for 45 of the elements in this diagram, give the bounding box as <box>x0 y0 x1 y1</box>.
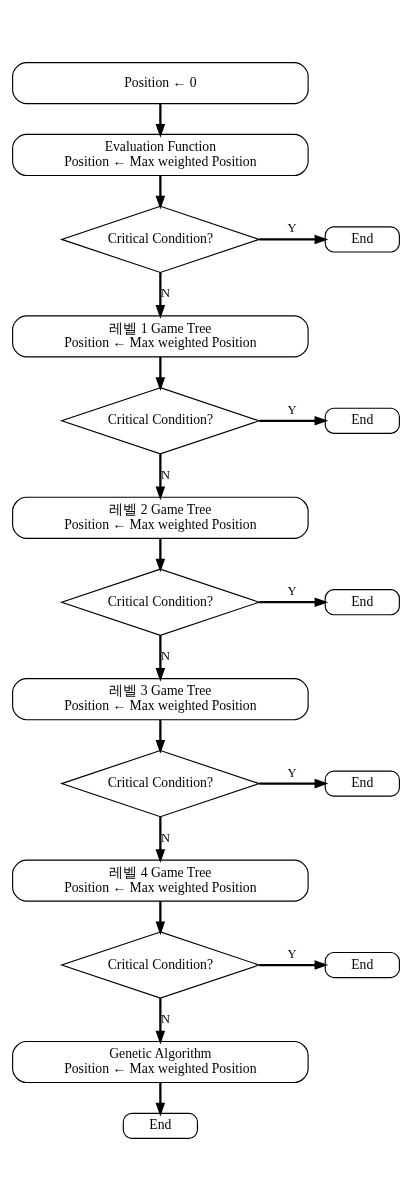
arrow <box>155 272 166 319</box>
node-box: Position ← 0 <box>12 61 309 104</box>
node-box: End <box>324 588 400 615</box>
node-diamond: Critical Condition? <box>59 930 261 999</box>
arrow <box>155 1082 166 1117</box>
edge-label: N <box>160 830 171 845</box>
arrow <box>155 453 166 500</box>
arrow <box>155 719 166 754</box>
node-diamond: Critical Condition? <box>59 386 261 454</box>
arrow <box>155 103 166 138</box>
arrow <box>259 415 329 426</box>
arrow <box>155 997 166 1044</box>
node-box: End <box>324 770 400 797</box>
arrow <box>155 816 166 863</box>
arrow <box>259 959 329 970</box>
arrow <box>155 900 166 935</box>
arrow <box>155 634 166 682</box>
arrow <box>259 234 329 244</box>
arrow <box>155 537 166 572</box>
arrow <box>155 175 166 210</box>
edge-label: N <box>160 285 171 300</box>
node-box: Genetic Algorithm Position ← Max weighted Position <box>12 1040 309 1083</box>
arrow <box>155 356 166 391</box>
node-box: Evaluation Function Position ← Max weighted Position <box>12 133 309 176</box>
node-diamond: Critical Condition? <box>59 205 261 273</box>
node-diamond: Critical Condition? <box>59 568 261 636</box>
node-box: 레벨 3 Game Tree Position ← Max weighted Position <box>12 677 309 720</box>
edge-label: N <box>160 467 171 482</box>
node-box: End <box>122 1112 198 1139</box>
edge-label: N <box>160 1011 171 1026</box>
node-box: End <box>324 951 400 978</box>
edge-label: Y <box>287 402 297 417</box>
arrow <box>259 596 329 607</box>
edge-label: Y <box>287 583 297 598</box>
edge-label: Y <box>287 765 297 780</box>
node-box: End <box>324 225 400 252</box>
edge-label: N <box>160 648 171 663</box>
edge-label: Y <box>287 220 297 235</box>
arrow <box>259 778 329 788</box>
node-box: 레벨 1 Game Tree Position ← Max weighted Position <box>12 314 309 357</box>
node-box: End <box>324 407 400 434</box>
node-box: 레벨 4 Game Tree Position ← Max weighted Position <box>12 859 309 902</box>
node-diamond: Critical Condition? <box>59 749 261 817</box>
node-box: 레벨 2 Game Tree Position ← Max weighted Position <box>12 496 309 539</box>
edge-label: Y <box>287 946 297 961</box>
